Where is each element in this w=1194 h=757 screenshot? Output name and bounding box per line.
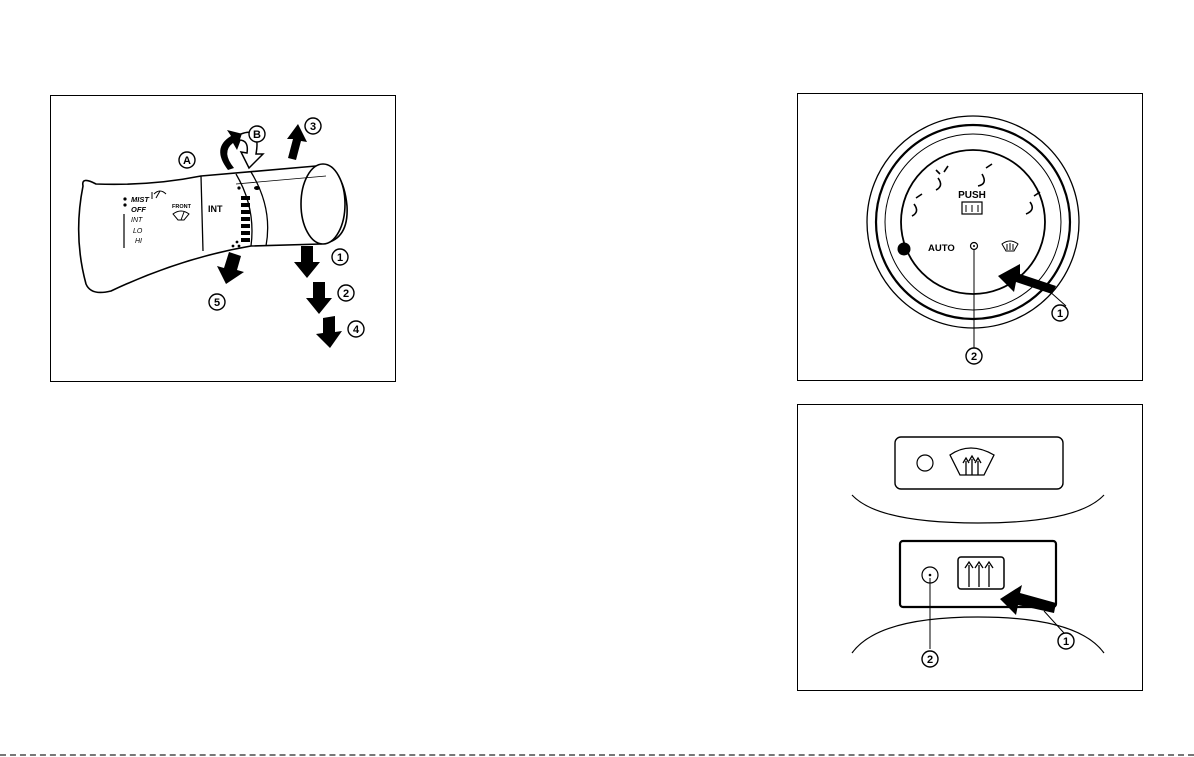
switch-pos-lo: LO xyxy=(133,228,143,235)
front-defroster-icon xyxy=(1002,241,1018,251)
svg-text:B: B xyxy=(253,129,261,141)
svg-text:1: 1 xyxy=(1057,308,1063,320)
callout-2: 2 xyxy=(966,348,982,364)
front-label: FRONT xyxy=(172,204,192,210)
svg-text:3: 3 xyxy=(310,121,316,133)
callout-3: 4 xyxy=(348,321,364,337)
climate-dial-illustration: PUSH AUTO 2 1 xyxy=(798,94,1144,382)
switch-pos-int: INT xyxy=(131,217,143,224)
callout-4: 3 xyxy=(305,118,321,134)
svg-text:4: 4 xyxy=(353,324,360,336)
callout-2: 2 xyxy=(338,285,354,301)
climate-dial-figure: PUSH AUTO 2 1 xyxy=(797,93,1143,381)
svg-text:1: 1 xyxy=(337,252,343,264)
callout-5: 5 xyxy=(209,294,225,310)
rear-defroster-icon xyxy=(958,557,1004,589)
callout-1: 1 xyxy=(332,249,348,265)
wiper-switch-illustration: MIST OFF INT LO HI FRONT INT A B 3 xyxy=(51,96,397,383)
rear-defroster-icon xyxy=(962,202,982,214)
dial-indicator xyxy=(898,243,911,256)
callout-b: B xyxy=(249,126,265,142)
rear-defogger-illustration: 2 1 xyxy=(798,405,1144,692)
leader-line-1 xyxy=(1044,611,1064,633)
svg-text:A: A xyxy=(183,155,191,167)
auto-label: AUTO xyxy=(928,243,955,254)
rear-defogger-figure: 2 1 xyxy=(797,404,1143,691)
leader-line-1 xyxy=(1048,290,1066,306)
callout-1: 1 xyxy=(1058,633,1074,649)
callout-2: 2 xyxy=(922,651,938,667)
svg-text:2: 2 xyxy=(971,351,977,363)
callout-a: A xyxy=(179,152,195,168)
switch-pos-off: OFF xyxy=(131,205,146,214)
switch-pos-hi: HI xyxy=(135,238,142,245)
dial-knob xyxy=(901,150,1045,294)
svg-text:5: 5 xyxy=(214,297,220,309)
svg-text:2: 2 xyxy=(343,288,349,300)
wiper-switch-figure: MIST OFF INT LO HI FRONT INT A B 3 xyxy=(50,95,396,382)
int-label: INT xyxy=(208,204,223,214)
page-bottom-rule xyxy=(0,754,1194,756)
svg-text:1: 1 xyxy=(1063,636,1069,648)
switch-pos-mist: MIST xyxy=(131,195,150,204)
callout-1: 1 xyxy=(1052,305,1068,321)
push-label: PUSH xyxy=(958,190,986,201)
svg-text:2: 2 xyxy=(927,654,933,666)
